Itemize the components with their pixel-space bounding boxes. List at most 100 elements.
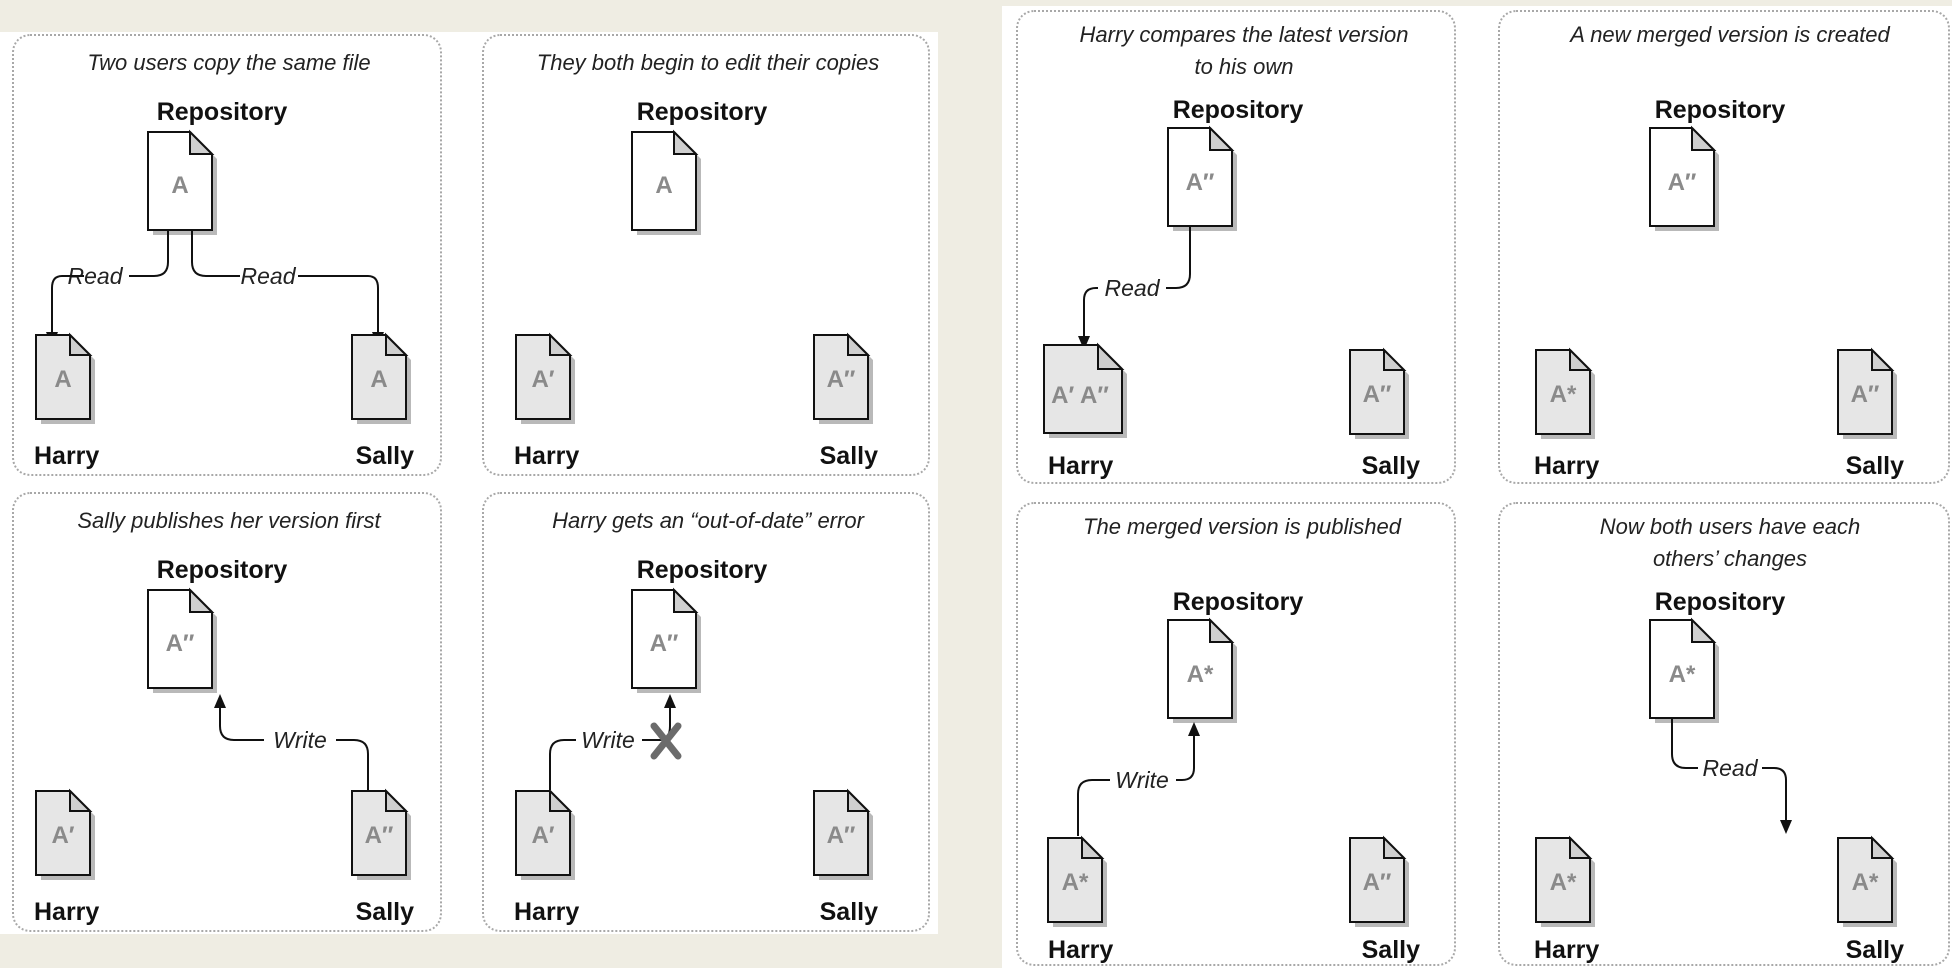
panel-7-diagram: The merged version is published Reposito…	[1047, 514, 1420, 964]
panel-4-diagram: Harry gets an “out-of-date” error Reposi…	[514, 508, 878, 926]
sally-label: Sally	[1846, 936, 1904, 964]
sally-label: Sally	[1362, 936, 1420, 964]
harry-version: A	[54, 366, 71, 393]
write-arrow-harry	[549, 739, 576, 790]
write-arrow-harry	[1077, 779, 1110, 836]
harry-version: A*	[1550, 869, 1577, 896]
repository-version: A	[171, 172, 188, 199]
panel-caption: Sally publishes her version first	[77, 508, 381, 533]
sally-document-icon: A″	[1349, 347, 1409, 439]
panel-caption: They both begin to edit their copies	[537, 50, 879, 75]
harry-document-icon: A*	[1535, 835, 1595, 927]
repository-label: Repository	[1173, 588, 1304, 616]
sally-label: Sally	[356, 442, 414, 470]
arrowhead	[1188, 722, 1200, 736]
harry-label: Harry	[514, 898, 579, 926]
sally-document-icon: A″	[1837, 347, 1897, 439]
sally-version: A	[370, 366, 387, 393]
harry-label: Harry	[1534, 936, 1599, 964]
harry-document-icon: A′ A″	[1043, 342, 1127, 438]
write-label: Write	[1115, 767, 1169, 793]
harry-version: A′	[51, 822, 74, 849]
repository-label: Repository	[637, 98, 768, 126]
panel-3-diagram: Sally publishes her version first Reposi…	[34, 508, 414, 926]
arrowhead	[664, 694, 676, 708]
sally-label: Sally	[820, 442, 878, 470]
read-arrow-sally-tail	[1762, 767, 1787, 822]
harry-version: A′	[531, 822, 554, 849]
write-arrow-harry-head	[1176, 734, 1195, 781]
repository-version: A*	[1669, 661, 1696, 688]
sally-version: A*	[1852, 869, 1879, 896]
sally-document-icon: A	[351, 332, 411, 424]
write-arrow-sally-head	[219, 706, 264, 741]
sally-version: A″	[827, 366, 856, 393]
repository-document-icon: A*	[1649, 617, 1719, 723]
harry-label: Harry	[34, 442, 99, 470]
sally-label: Sally	[1846, 452, 1904, 480]
repository-label: Repository	[1173, 96, 1304, 124]
panel-caption-line-1: Harry compares the latest version	[1080, 22, 1409, 47]
harry-document-icon: A′	[35, 788, 95, 880]
panel-8-both-have-changes: Now both users have each others’ changes…	[1498, 502, 1950, 966]
harry-label: Harry	[514, 442, 579, 470]
sally-label: Sally	[356, 898, 414, 926]
repository-label: Repository	[157, 98, 288, 126]
sally-document-icon: A″	[1349, 835, 1409, 927]
harry-label: Harry	[34, 898, 99, 926]
read-arrow-sally	[1671, 718, 1698, 769]
sally-version: A″	[1363, 869, 1392, 896]
panel-caption-line-2: to his own	[1194, 54, 1293, 79]
left-figure-sheet: Two users copy the same file Repository …	[0, 32, 938, 934]
arrowhead	[1780, 820, 1792, 834]
arrowhead	[1078, 336, 1090, 350]
repository-document-icon: A	[631, 129, 701, 235]
harry-version: A*	[1550, 381, 1577, 408]
harry-version: A′	[531, 366, 554, 393]
repository-version: A″	[1668, 169, 1697, 196]
harry-document-icon: A*	[1047, 835, 1107, 927]
panel-caption-line-1: Now both users have each	[1600, 514, 1861, 539]
panel-5-compare: Harry compares the latest version to his…	[1016, 10, 1456, 484]
harry-document-icon: A	[35, 332, 95, 424]
panel-caption-line-2: others’ changes	[1653, 546, 1807, 571]
panel-3-sally-publishes: Sally publishes her version first Reposi…	[12, 492, 442, 932]
read-arrow-harry-tail	[51, 275, 84, 334]
panel-caption: A new merged version is created	[1568, 22, 1890, 47]
harry-label: Harry	[1048, 936, 1113, 964]
read-label-sally: Read	[241, 263, 297, 289]
sally-version: A″	[1851, 381, 1880, 408]
sally-document-icon: A″	[813, 788, 873, 880]
write-arrow-sally	[336, 739, 369, 790]
read-arrow-harry-tail	[1083, 287, 1098, 338]
repository-version: A	[655, 172, 672, 199]
repository-label: Repository	[1655, 588, 1786, 616]
panel-6-diagram: A new merged version is created Reposito…	[1534, 22, 1904, 480]
panel-1-diagram: Two users copy the same file Repository …	[34, 50, 414, 470]
repository-document-icon: A″	[1649, 125, 1719, 231]
panel-8-diagram: Now both users have each others’ changes…	[1534, 514, 1904, 964]
repository-document-icon: A	[147, 129, 217, 235]
repository-document-icon: A″	[631, 587, 701, 693]
repository-version: A″	[1186, 169, 1215, 196]
harry-document-icon: A′	[515, 332, 575, 424]
panel-caption: Two users copy the same file	[87, 50, 370, 75]
harry-version: A′ A″	[1051, 382, 1109, 409]
sally-version: A″	[1363, 381, 1392, 408]
panel-7-merged-published: The merged version is published Reposito…	[1016, 502, 1456, 966]
sally-version: A″	[827, 822, 856, 849]
repository-label: Repository	[637, 556, 768, 584]
harry-version: A*	[1062, 869, 1089, 896]
panel-2-edit-copies: They both begin to edit their copies Rep…	[482, 34, 930, 476]
sally-document-icon: A″	[813, 332, 873, 424]
repository-document-icon: A″	[147, 587, 217, 693]
read-arrow-sally	[191, 230, 240, 277]
panel-6-merged-created: A new merged version is created Reposito…	[1498, 10, 1950, 484]
panel-5-diagram: Harry compares the latest version to his…	[1043, 22, 1420, 480]
panel-4-out-of-date: Harry gets an “out-of-date” error Reposi…	[482, 492, 930, 932]
sally-label: Sally	[820, 898, 878, 926]
write-arrow-harry-head	[642, 706, 671, 741]
repository-version: A″	[166, 630, 195, 657]
sally-version: A″	[365, 822, 394, 849]
panel-1-copy-file: Two users copy the same file Repository …	[12, 34, 442, 476]
